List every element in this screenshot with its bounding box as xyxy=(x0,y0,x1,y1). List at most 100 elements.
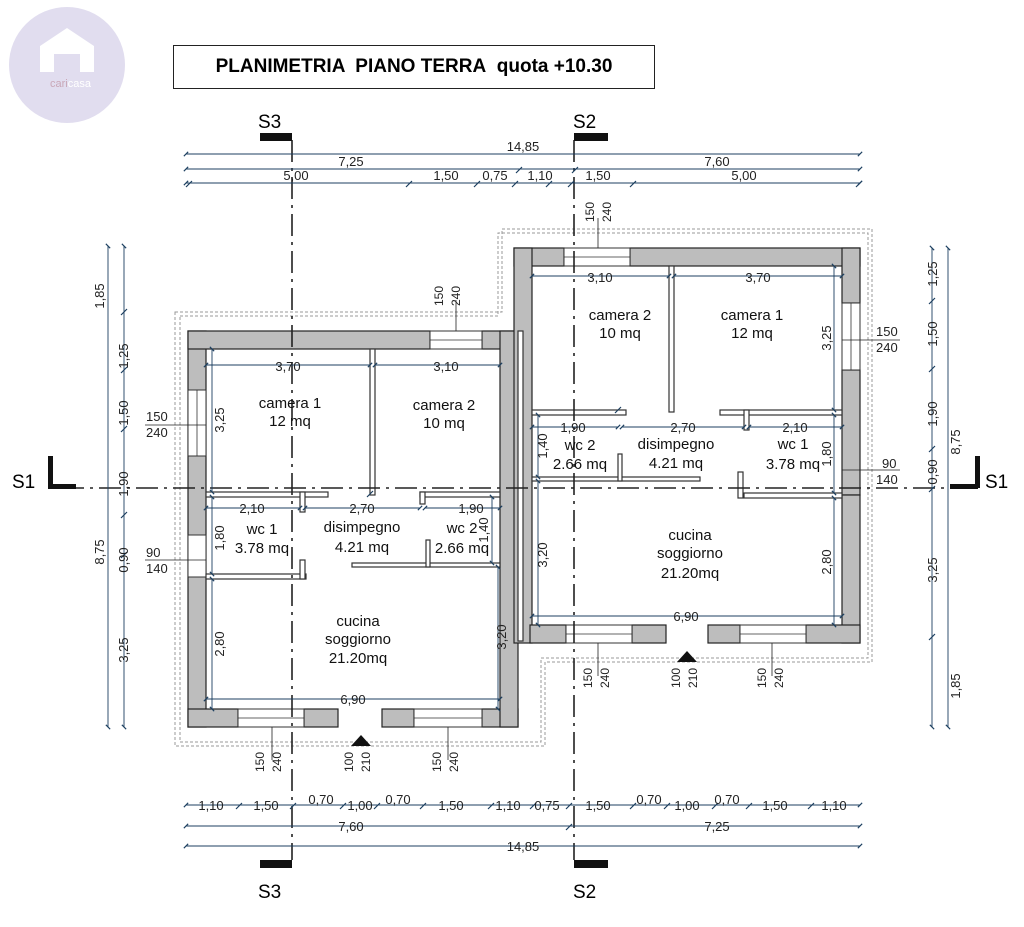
dim-bot-r1-10: 1,00 xyxy=(674,798,699,813)
left-unit-room-labels: camera 1 12 mq camera 2 10 mq wc 1 3.78 … xyxy=(235,395,489,667)
dim-right-3: 0,90 xyxy=(925,459,940,484)
open-lt-150: 150 xyxy=(432,286,446,306)
dim-left-0: 1,85 xyxy=(92,283,107,308)
open-l-150: 150 xyxy=(146,409,168,424)
section-label-s2-top: S2 xyxy=(573,112,596,133)
opening-labels: 150 240 150 240 150 240 100 210 150 240 … xyxy=(253,202,786,772)
dim-left-outer: 8,75 xyxy=(92,539,107,564)
dim-l-wc1-w: 2,10 xyxy=(239,501,264,516)
room-l-wc2-area: 2.66 mq xyxy=(435,540,489,557)
opening-side-labels: 150 240 90 140 150 240 90 140 xyxy=(146,324,898,576)
dim-left-2: 1,50 xyxy=(116,400,131,425)
room-r-cucina-name2: soggiorno xyxy=(657,545,723,562)
room-l-wc2-name: wc 2 xyxy=(446,520,478,537)
open-rt-240: 240 xyxy=(600,202,614,222)
room-r-camera2-area: 10 mq xyxy=(599,325,641,342)
room-l-dis-area: 4.21 mq xyxy=(335,539,389,556)
dim-right-0: 1,25 xyxy=(925,261,940,286)
dim-l-cam2-w: 3,10 xyxy=(433,359,458,374)
dim-top-r3-5: 5,00 xyxy=(731,168,756,183)
section-label-s3-bottom: S3 xyxy=(258,882,281,903)
dim-bot-r1-5: 1,50 xyxy=(438,798,463,813)
dim-r-cuc-w: 6,90 xyxy=(673,609,698,624)
room-l-cucina-name1: cucina xyxy=(336,613,380,630)
dimension-ticks xyxy=(120,166,936,831)
dim-r-wc1-w: 2,10 xyxy=(782,420,807,435)
dim-top-r2-0: 7,25 xyxy=(338,154,363,169)
dim-bot-r2-1: 7,25 xyxy=(704,819,729,834)
dim-bot-r1-11: 0,70 xyxy=(714,792,739,807)
title-main: PLANIMETRIA PIANO TERRA xyxy=(215,56,487,77)
dim-l-dis-w: 2,70 xyxy=(349,501,374,516)
dimension-lines xyxy=(105,151,951,849)
open-r-140: 140 xyxy=(876,472,898,487)
open-lb2-150: 150 xyxy=(430,752,444,772)
dim-right-4: 3,25 xyxy=(925,557,940,582)
open-lb2-240: 240 xyxy=(447,752,461,772)
dim-top-r3-0: 5,00 xyxy=(283,168,308,183)
room-l-dis-name: disimpegno xyxy=(324,519,401,536)
room-r-dis-name: disimpegno xyxy=(638,436,715,453)
open-lt-240: 240 xyxy=(449,286,463,306)
section-label-s3-top: S3 xyxy=(258,112,281,133)
room-r-cucina-area: 21.20mq xyxy=(661,565,719,582)
perimeter-outline xyxy=(174,228,873,747)
room-l-wc1-area: 3.78 mq xyxy=(235,540,289,557)
dim-bot-r1-9: 0,70 xyxy=(636,792,661,807)
open-lb-210: 210 xyxy=(359,752,373,772)
open-rb1-240: 240 xyxy=(598,668,612,688)
section-label-s2-bottom: S2 xyxy=(573,882,596,903)
dim-bot-r1-4: 0,70 xyxy=(385,792,410,807)
room-r-dis-area: 4.21 mq xyxy=(649,455,703,472)
dim-top-r3-1: 1,50 xyxy=(433,168,458,183)
dim-bot-r1-8: 1,50 xyxy=(585,798,610,813)
open-rb-210: 210 xyxy=(686,668,700,688)
dim-l-cuc-w: 6,90 xyxy=(340,692,365,707)
dim-right-5: 1,85 xyxy=(948,673,963,698)
open-rb-100: 100 xyxy=(669,668,683,688)
section-label-s1-left: S1 xyxy=(12,472,35,493)
dim-l-cuc-hr: 3,20 xyxy=(494,624,509,649)
caricasa-logo: caricasa xyxy=(6,6,128,124)
dim-bot-r1-13: 1,10 xyxy=(821,798,846,813)
dim-r-cam1-w: 3,70 xyxy=(745,270,770,285)
section-label-s1-right: S1 xyxy=(985,472,1008,493)
room-r-camera2-name: camera 2 xyxy=(589,307,652,324)
logo-wordmark: caricasa xyxy=(50,78,91,90)
open-lb-100: 100 xyxy=(342,752,356,772)
dim-l-cam1-w: 3,70 xyxy=(275,359,300,374)
room-r-wc2-name: wc 2 xyxy=(564,437,596,454)
dim-l-cuc-hl: 2,80 xyxy=(212,631,227,656)
open-l-240: 240 xyxy=(146,425,168,440)
dim-top-r2-1: 7,60 xyxy=(704,154,729,169)
section-markers xyxy=(48,133,980,868)
dim-bot-r1-6: 1,10 xyxy=(495,798,520,813)
open-r-90: 90 xyxy=(882,456,896,471)
room-r-wc1-name: wc 1 xyxy=(777,436,809,453)
dim-r-dis-w: 2,70 xyxy=(670,420,695,435)
dim-bot-r1-12: 1,50 xyxy=(762,798,787,813)
dim-right-1: 1,50 xyxy=(925,321,940,346)
open-rb1-150: 150 xyxy=(581,668,595,688)
dim-bot-r1-7: 0,75 xyxy=(534,798,559,813)
dim-left-1: 1,25 xyxy=(116,343,131,368)
left-dimension-labels: 8,75 1,85 1,25 1,50 1,90 0,90 3,25 xyxy=(92,283,131,662)
entrance-markers xyxy=(351,651,697,746)
dim-bot-r1-0: 1,10 xyxy=(198,798,223,813)
dim-left-5: 3,25 xyxy=(116,637,131,662)
open-rt-150: 150 xyxy=(583,202,597,222)
open-lb1-240: 240 xyxy=(270,752,284,772)
open-l-90: 90 xyxy=(146,545,160,560)
room-r-cucina-name1: cucina xyxy=(668,527,712,544)
window-glass-lines xyxy=(196,256,852,719)
room-l-camera2-name: camera 2 xyxy=(413,397,476,414)
room-r-camera1-name: camera 1 xyxy=(721,307,784,324)
bottom-dimension-labels: 1,10 1,50 0,70 1,00 0,70 1,50 1,10 0,75 … xyxy=(198,792,846,854)
right-unit-dimension-labels: 3,10 3,70 3,25 1,90 2,70 2,10 1,40 1,80 … xyxy=(535,270,834,624)
dim-bot-r1-2: 0,70 xyxy=(308,792,333,807)
room-r-wc2-area: 2.66 mq xyxy=(553,456,607,473)
callout-lines xyxy=(145,218,900,760)
dim-r-wc2-h: 1,40 xyxy=(535,433,550,458)
right-dimension-labels: 8,75 1,25 1,50 1,90 0,90 3,25 1,85 xyxy=(925,261,963,698)
